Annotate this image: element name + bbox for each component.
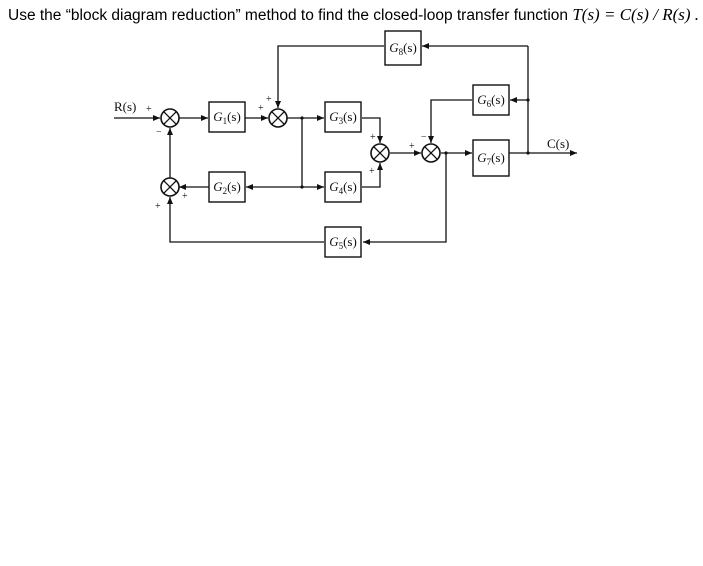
block-g5 <box>324 226 362 258</box>
pickoff-point-output <box>526 151 530 155</box>
block-g6 <box>472 84 510 116</box>
sign-s2-top: + <box>266 94 272 105</box>
sign-s1-input: + <box>146 104 152 115</box>
summing-junction-5 <box>160 177 180 197</box>
pickoff-point-s2 <box>300 116 304 120</box>
block-g2-label: G2(s) <box>213 179 241 196</box>
output-signal-label: C(s) <box>547 136 569 151</box>
block-g6-label: G6(s) <box>477 92 505 109</box>
input-signal-label: R(s) <box>114 99 136 114</box>
block-g4 <box>324 171 362 203</box>
sign-s4-top: − <box>421 132 427 143</box>
summing-junction-2 <box>268 108 288 128</box>
transfer-function-formula: T(s) = C(s) / R(s) . <box>572 5 700 24</box>
block-g1-label: G1(s) <box>213 109 241 126</box>
block-g5-label: G5(s) <box>329 234 357 251</box>
block-g4-label: G4(s) <box>329 179 357 196</box>
block-g7 <box>472 139 510 177</box>
question-prefix: Use the “block diagram reduction” method… <box>8 7 573 24</box>
sign-s1-feedback: − <box>156 127 162 138</box>
block-g3-label: G3(s) <box>329 109 357 126</box>
block-g3 <box>324 101 362 133</box>
sign-s3-bottom: + <box>369 166 375 177</box>
sign-s2-input: + <box>258 103 264 114</box>
block-g8-label: G8(s) <box>389 40 417 57</box>
pickoff-point-g6 <box>526 98 530 102</box>
question-text: Use the “block diagram reduction” method… <box>8 5 700 25</box>
sign-s3-top: + <box>370 132 376 143</box>
block-g2 <box>208 171 246 203</box>
summing-junction-4 <box>421 143 441 163</box>
summing-junction-3 <box>370 143 390 163</box>
block-g7-label: G7(s) <box>477 150 505 167</box>
sign-s4-input: + <box>409 141 415 152</box>
sign-s5-bottom: + <box>155 201 161 212</box>
pickoff-point-g4 <box>300 185 304 189</box>
pickoff-point-s4 <box>444 151 448 155</box>
block-g1 <box>208 101 246 133</box>
block-g8 <box>384 30 422 66</box>
sign-s5-right: + <box>182 191 188 202</box>
summing-junction-1 <box>160 108 180 128</box>
